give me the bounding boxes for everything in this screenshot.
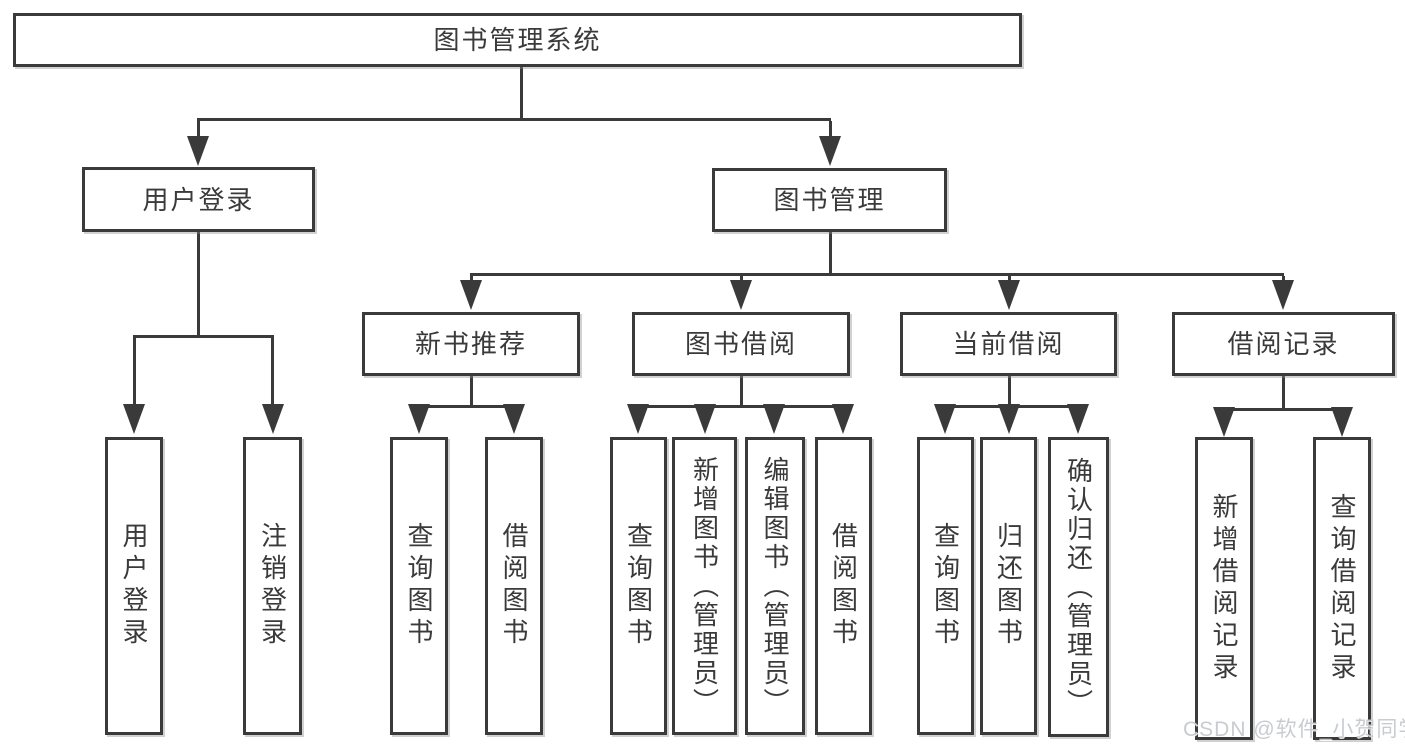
arrowhead-icon: [998, 404, 1020, 434]
connector-line: [133, 335, 274, 338]
connector-line: [829, 232, 832, 273]
arrowhead-icon: [503, 404, 525, 434]
leaf-borrow-books-borrow: 借阅图书: [815, 437, 872, 735]
connector-line: [829, 121, 832, 139]
connector-line: [637, 405, 845, 408]
connector-line: [470, 273, 1284, 276]
arrowhead-icon: [1272, 280, 1294, 310]
arrowhead-icon: [1331, 407, 1353, 437]
arrowhead-icon: [123, 404, 145, 434]
connector-line: [133, 338, 136, 406]
connector-line: [197, 118, 831, 121]
connector-line: [740, 376, 743, 405]
node-label: 借阅记录: [1227, 329, 1340, 359]
watermark: CSDN @软件_小贺同学: [1183, 718, 1405, 741]
arrowhead-icon: [408, 404, 430, 434]
node-label: 查询图书: [404, 522, 434, 650]
leaf-query-books-current: 查询图书: [917, 437, 974, 735]
node-label: 编辑图书（管理员）: [760, 455, 790, 717]
node-label: 查询借阅记录: [1327, 492, 1357, 685]
node-label: 注销登录: [257, 522, 288, 650]
node-label: 新增借阅记录: [1209, 492, 1239, 685]
arrowhead-icon: [694, 404, 716, 434]
connector-line: [271, 338, 274, 406]
leaf-query-borrow-record: 查询借阅记录: [1313, 437, 1371, 740]
node-borrow-records: 借阅记录: [1172, 312, 1395, 376]
leaf-edit-books-admin: 编辑图书（管理员）: [745, 437, 805, 735]
node-label: 查询图书: [930, 522, 961, 650]
connector-line: [470, 376, 473, 405]
arrowhead-icon: [1067, 404, 1089, 434]
node-label: 新增图书（管理员）: [689, 455, 720, 717]
arrowhead-icon: [262, 404, 284, 434]
node-label: 用户登录: [142, 184, 255, 215]
leaf-return-books: 归还图书: [980, 437, 1037, 735]
node-label: 图书管理系统: [433, 25, 602, 55]
arrowhead-icon: [934, 404, 956, 434]
connector-line: [1282, 376, 1285, 408]
leaf-add-books-admin: 新增图书（管理员）: [672, 437, 737, 735]
arrowhead-icon: [460, 280, 482, 310]
node-current-borrow: 当前借阅: [900, 312, 1117, 376]
node-book-management: 图书管理: [712, 168, 947, 232]
connector-line: [520, 67, 523, 118]
leaf-add-borrow-record: 新增借阅记录: [1195, 437, 1253, 740]
arrowhead-icon: [627, 404, 649, 434]
leaf-query-books-borrow: 查询图书: [610, 437, 667, 735]
node-label: 查询图书: [623, 522, 654, 650]
node-book-borrow: 图书借阅: [632, 312, 850, 376]
leaf-confirm-return-admin: 确认归还（管理员）: [1048, 437, 1109, 737]
node-label: 借阅图书: [828, 522, 859, 650]
arrowhead-icon: [763, 404, 785, 434]
arrowhead-icon: [998, 280, 1020, 310]
connector-line: [197, 232, 200, 335]
node-label: 当前借阅: [952, 329, 1065, 359]
node-user-login: 用户登录: [82, 167, 315, 232]
leaf-logout: 注销登录: [243, 437, 302, 735]
node-label: 用户登录: [119, 522, 149, 650]
leaf-borrow-books-newbooks: 借阅图书: [485, 437, 543, 735]
node-new-book-recommend: 新书推荐: [362, 312, 580, 376]
node-label: 图书借阅: [684, 329, 797, 359]
connector-line: [197, 121, 200, 139]
arrowhead-icon: [730, 280, 752, 310]
connector-line: [1008, 376, 1011, 405]
arrowhead-icon: [832, 404, 854, 434]
node-library-management-system: 图书管理系统: [13, 13, 1022, 67]
leaf-query-books-newbooks: 查询图书: [390, 437, 448, 735]
arrowhead-icon: [187, 136, 209, 166]
node-label: 新书推荐: [414, 329, 527, 359]
arrowhead-icon: [1213, 407, 1235, 437]
node-label: 借阅图书: [499, 522, 529, 650]
arrowhead-icon: [819, 136, 841, 166]
connector-line: [418, 405, 516, 408]
leaf-user-login: 用户登录: [105, 437, 163, 735]
node-label: 归还图书: [993, 522, 1024, 650]
node-label: 图书管理: [773, 185, 886, 215]
node-label: 确认归还（管理员）: [1063, 456, 1094, 718]
connector-line: [1222, 408, 1344, 411]
